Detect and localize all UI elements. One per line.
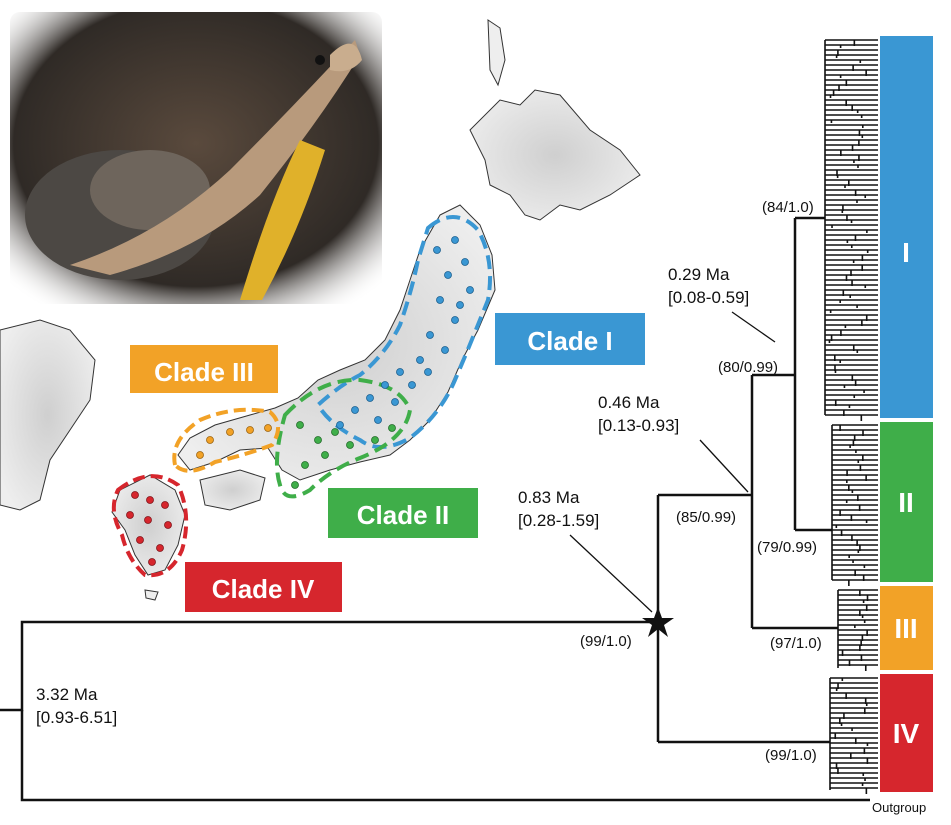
sampling-points-clade-i <box>336 236 474 429</box>
svg-text:II: II <box>898 487 914 518</box>
kyushu-island <box>111 474 186 576</box>
node2-pointer <box>699 439 749 493</box>
svg-text:Clade I: Clade I <box>527 326 612 356</box>
clade-iii-support: (97/1.0) <box>770 635 822 652</box>
node1-pointer <box>731 311 776 343</box>
clade-ii-map-label: Clade II <box>328 488 478 538</box>
clade-i-map-label: Clade I <box>495 313 645 365</box>
svg-text:IV: IV <box>893 718 920 749</box>
small-island <box>144 589 159 601</box>
japan-map <box>0 19 641 601</box>
node1-age: 0.29 Ma <box>668 265 730 284</box>
clade-iii-map-label: Clade III <box>130 345 278 393</box>
clade-ii-subtree <box>831 424 878 586</box>
node3-interval: [0.28-1.59] <box>518 511 599 530</box>
korea-coastline <box>0 319 96 511</box>
fish-and-mole-photo <box>10 12 382 304</box>
outgroup-branch <box>20 710 870 802</box>
clade-ii-bar: II <box>880 422 933 582</box>
clade-iv-map-label: Clade IV <box>185 562 342 612</box>
hokkaido-island <box>469 89 641 221</box>
clade-ii-support: (79/0.99) <box>757 539 817 556</box>
clade-iv-bar: IV <box>880 674 933 792</box>
clade-i-support: (84/1.0) <box>762 199 814 216</box>
sakhalin-tip <box>487 19 506 87</box>
sampling-points-clade-iv <box>126 491 172 566</box>
node3-support: (99/1.0) <box>580 633 632 650</box>
clade-iii-subtree <box>837 589 878 671</box>
clade-iii-outline <box>172 407 280 473</box>
root-age: 3.32 Ma <box>36 685 98 704</box>
sampling-points-clade-iii <box>196 424 272 459</box>
svg-text:Clade IV: Clade IV <box>212 574 315 604</box>
root-interval: [0.93-6.51] <box>36 708 117 727</box>
node1-support: (80/0.99) <box>718 359 778 376</box>
clade-iv-outline <box>111 474 189 578</box>
root-branch <box>0 620 658 712</box>
node2-support: (85/0.99) <box>676 509 736 526</box>
svg-text:III: III <box>894 613 917 644</box>
node1-interval: [0.08-0.59] <box>668 288 749 307</box>
node2-interval: [0.13-0.93] <box>598 416 679 435</box>
node2-age: 0.46 Ma <box>598 393 660 412</box>
svg-text:Clade II: Clade II <box>357 500 449 530</box>
clade-i-subtree <box>824 39 878 421</box>
node3-age: 0.83 Ma <box>518 488 580 507</box>
clade-ii-outline <box>275 377 413 499</box>
shikoku-island <box>199 469 266 511</box>
node3-pointer <box>569 534 653 613</box>
svg-text:I: I <box>902 237 910 268</box>
sampling-points-clade-ii <box>291 421 396 489</box>
clade-iii-bar: III <box>880 586 933 670</box>
clade-iv-support: (99/1.0) <box>765 747 817 764</box>
svg-text:Clade III: Clade III <box>154 357 254 387</box>
clade-i-bar: I <box>880 36 933 418</box>
outgroup-label: Outgroup <box>872 800 926 815</box>
clade-iv-subtree <box>829 677 878 794</box>
star-node-marker <box>642 607 674 637</box>
